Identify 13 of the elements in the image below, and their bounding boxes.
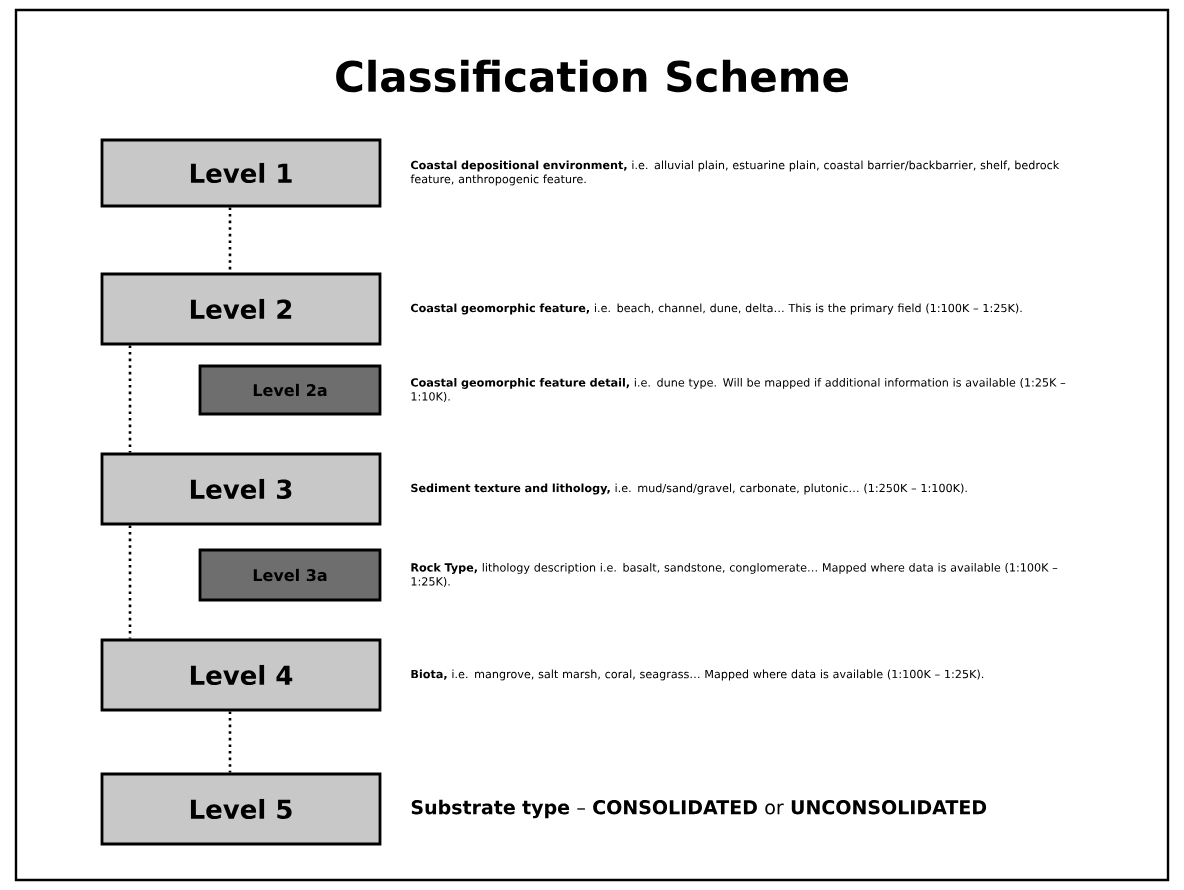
dotted-connector — [128, 345, 132, 453]
level-box: Level 3 — [100, 452, 382, 526]
description: Substrate type – CONSOLIDATED or UNCONSOLIDATED — [411, 799, 987, 819]
title: Classification Scheme — [336, 59, 848, 93]
level-box: Level 1 — [100, 138, 382, 208]
level-box: Level 4 — [100, 638, 382, 712]
level-box: Level 5 — [100, 772, 382, 846]
level-box: Level 2 — [100, 272, 382, 346]
sublevel-box: Level 2a — [198, 364, 382, 416]
sublevel-box: Level 3a — [198, 548, 382, 602]
dotted-connector — [228, 711, 232, 773]
dotted-connector — [128, 525, 132, 639]
dotted-connector — [228, 207, 232, 273]
